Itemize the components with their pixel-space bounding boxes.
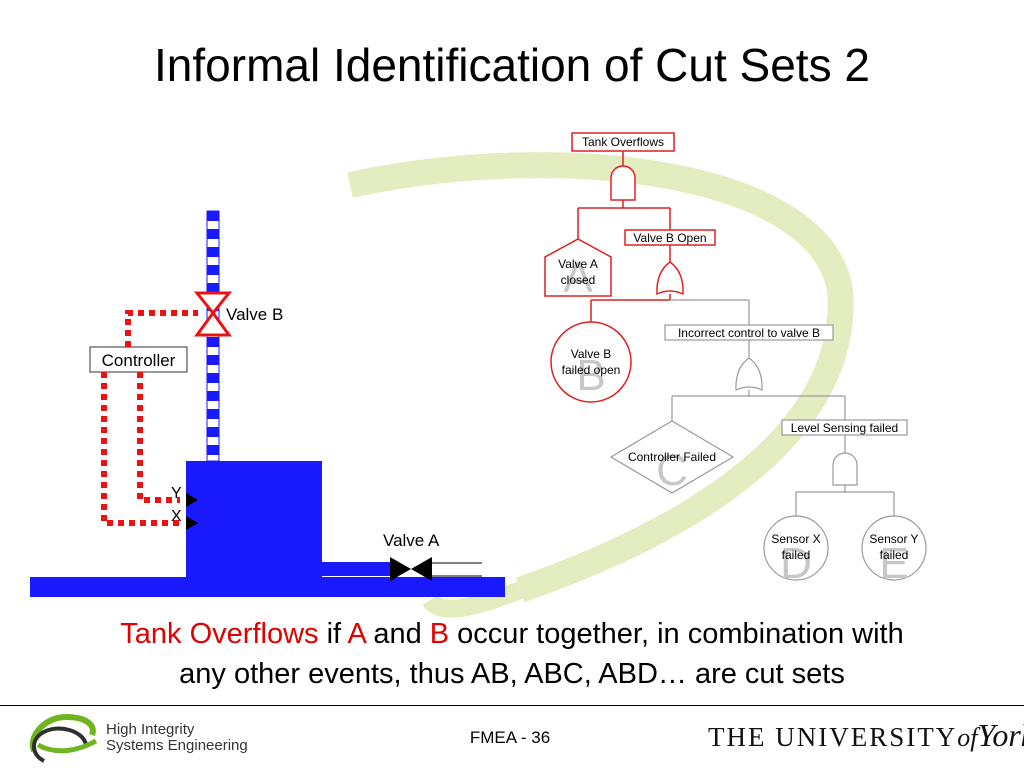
hise-line-1: High Integrity	[106, 721, 195, 738]
sensor-y-label-1: Sensor Y	[869, 532, 918, 546]
sensor-y-label-2: failed	[880, 548, 909, 562]
sensor-x-label: X	[171, 508, 182, 525]
caption-line-1: Tank Overflows if A and B occur together…	[20, 614, 1004, 654]
top-event-box	[571, 132, 675, 152]
page-number: FMEA - 36	[469, 728, 551, 747]
incorrect-control-label: Incorrect control to valve B	[678, 326, 820, 340]
top-event-label: Tank Overflows	[582, 135, 664, 149]
and-gate-sensing	[832, 452, 858, 486]
controller-label: Controller	[102, 351, 176, 370]
hise-line-2: Systems Engineering	[106, 737, 248, 754]
univ-main: THE UNIVERSITY	[708, 722, 958, 752]
caption-w2: and	[365, 618, 430, 650]
valve-b-label: Valve B	[226, 305, 283, 324]
valve-a-symbol	[390, 557, 432, 581]
valve-a-closed-event	[544, 238, 612, 297]
hise-org-name: High Integrity Systems Engineering	[106, 722, 248, 754]
university-of-york-logo: THE UNIVERSITYofYork	[708, 717, 1024, 754]
controller-letter: C	[656, 446, 688, 495]
sensor-y-arrow	[186, 493, 198, 507]
plant-schematic: Valve B Valve A Controller Y X	[30, 210, 505, 597]
valve-b-open-box	[624, 229, 716, 246]
valve-a-label: Valve A	[383, 531, 440, 550]
sensor-x-label-1: Sensor X	[771, 532, 820, 546]
valve-b-letter: B	[576, 351, 605, 400]
floor-pipe	[30, 577, 505, 597]
sensor-y-label: Y	[171, 485, 182, 502]
valve-a-closed-label-2: closed	[561, 273, 596, 287]
caption-b: B	[429, 618, 450, 650]
caption-w3: occur together, in combination with	[449, 618, 904, 650]
univ-of: of	[957, 723, 978, 752]
tree-connectors-grey	[670, 299, 895, 517]
caption-event: Tank Overflows	[120, 618, 319, 650]
footer-divider	[0, 705, 1024, 706]
sensor-y-letter: E	[879, 539, 908, 588]
univ-york: York	[977, 717, 1024, 753]
fault-tree: Tank Overflows A Valve A closed Valve B …	[544, 132, 927, 588]
slide-title: Informal Identification of Cut Sets 2	[154, 39, 870, 91]
sensor-x-letter: D	[780, 539, 812, 588]
valve-b-failed-label-2: failed open	[562, 363, 621, 377]
valve-a-letter: A	[563, 253, 593, 302]
caption-line-2: any other events, thus AB, ABC, ABD… are…	[179, 658, 845, 690]
level-sensing-box	[781, 419, 908, 436]
sensor-x-arrow	[186, 516, 198, 530]
valve-a-closed-label-1: Valve A	[558, 257, 598, 271]
controller-failed-event	[609, 420, 735, 494]
outlet-pipe	[320, 562, 390, 576]
or-gate-control	[735, 357, 763, 391]
caption-w1: if	[318, 618, 348, 650]
level-sensing-label: Level Sensing failed	[791, 421, 898, 435]
tree-connectors-red	[577, 151, 671, 322]
incorrect-control-box	[664, 324, 834, 341]
hise-logo-icon	[29, 713, 98, 763]
signal-lines	[101, 310, 198, 526]
and-gate-top	[610, 165, 636, 201]
or-gate-valve-b	[656, 261, 684, 296]
sensor-y-failed-event	[861, 515, 927, 581]
caption-a: A	[347, 618, 366, 650]
valve-b-symbol	[193, 291, 233, 337]
controller-failed-label: Controller Failed	[628, 450, 716, 464]
valve-b-open-label: Valve B Open	[633, 231, 706, 245]
sensor-x-label-2: failed	[782, 548, 811, 562]
diagram-canvas: Valve B Valve A Controller Y X	[30, 132, 927, 618]
sensor-x-failed-event	[763, 515, 829, 581]
valve-b-failed-label-1: Valve B	[571, 347, 611, 361]
slide-caption: Tank Overflows if A and B occur together…	[20, 614, 1004, 694]
tank	[186, 461, 322, 579]
valve-b-failed-event	[550, 321, 632, 403]
